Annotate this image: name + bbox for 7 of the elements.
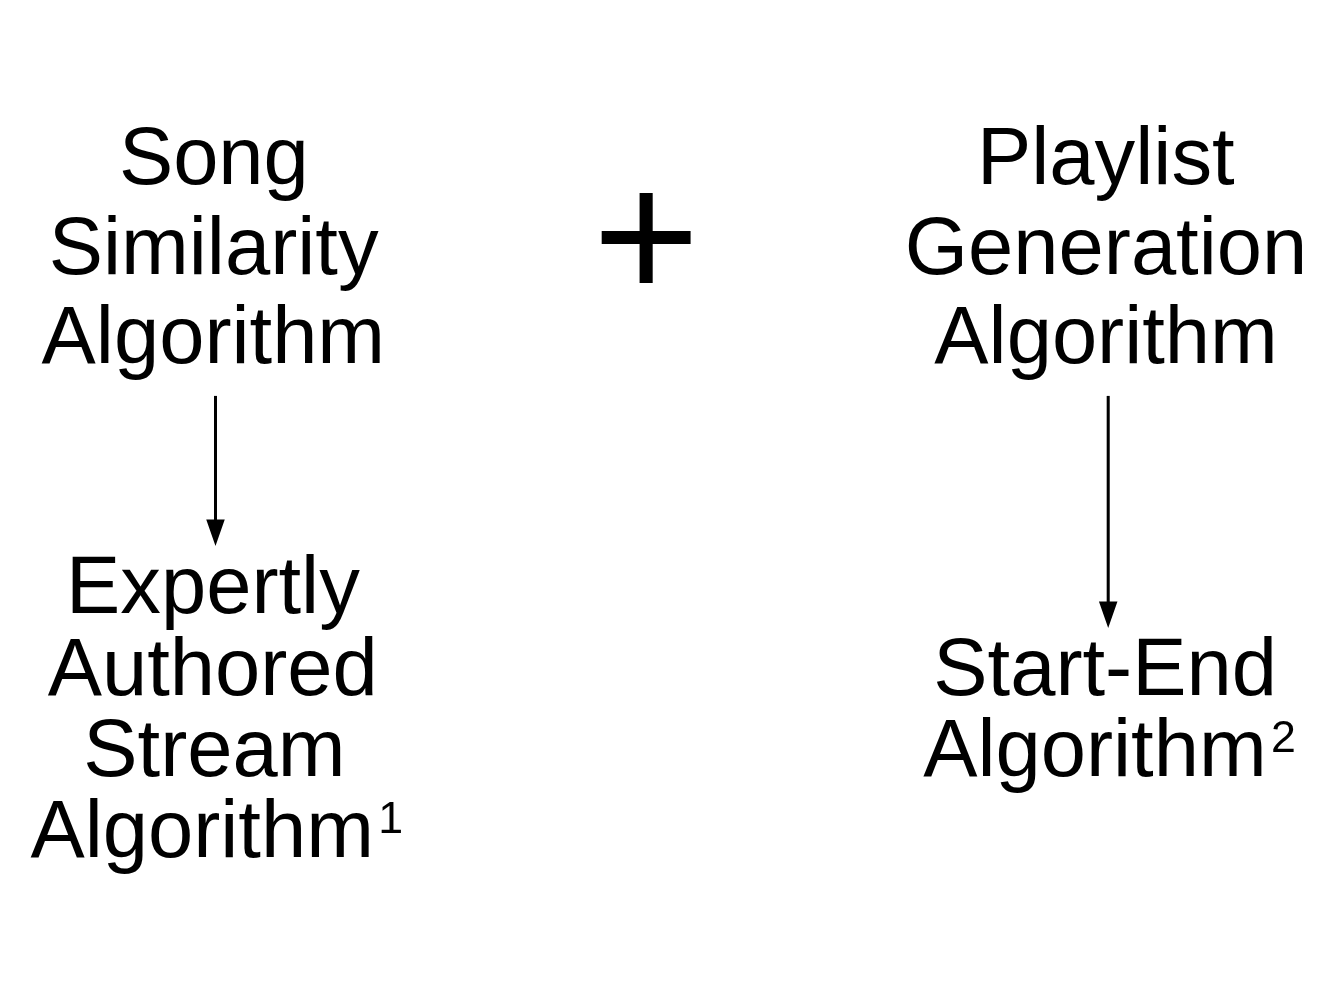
node-text: Expertly Authored Stream Algorithm$^{1}$	[30, 538, 404, 874]
node-text: Start-End Algorithm$^{2}$	[923, 620, 1296, 793]
arrow	[206, 395, 225, 546]
node-text: Playlist Generation Algorithm	[904, 109, 1308, 380]
label: +	[592, 132, 700, 338]
arrow	[1098, 395, 1118, 628]
node-text: Song Similarity Algorithm	[41, 109, 386, 380]
